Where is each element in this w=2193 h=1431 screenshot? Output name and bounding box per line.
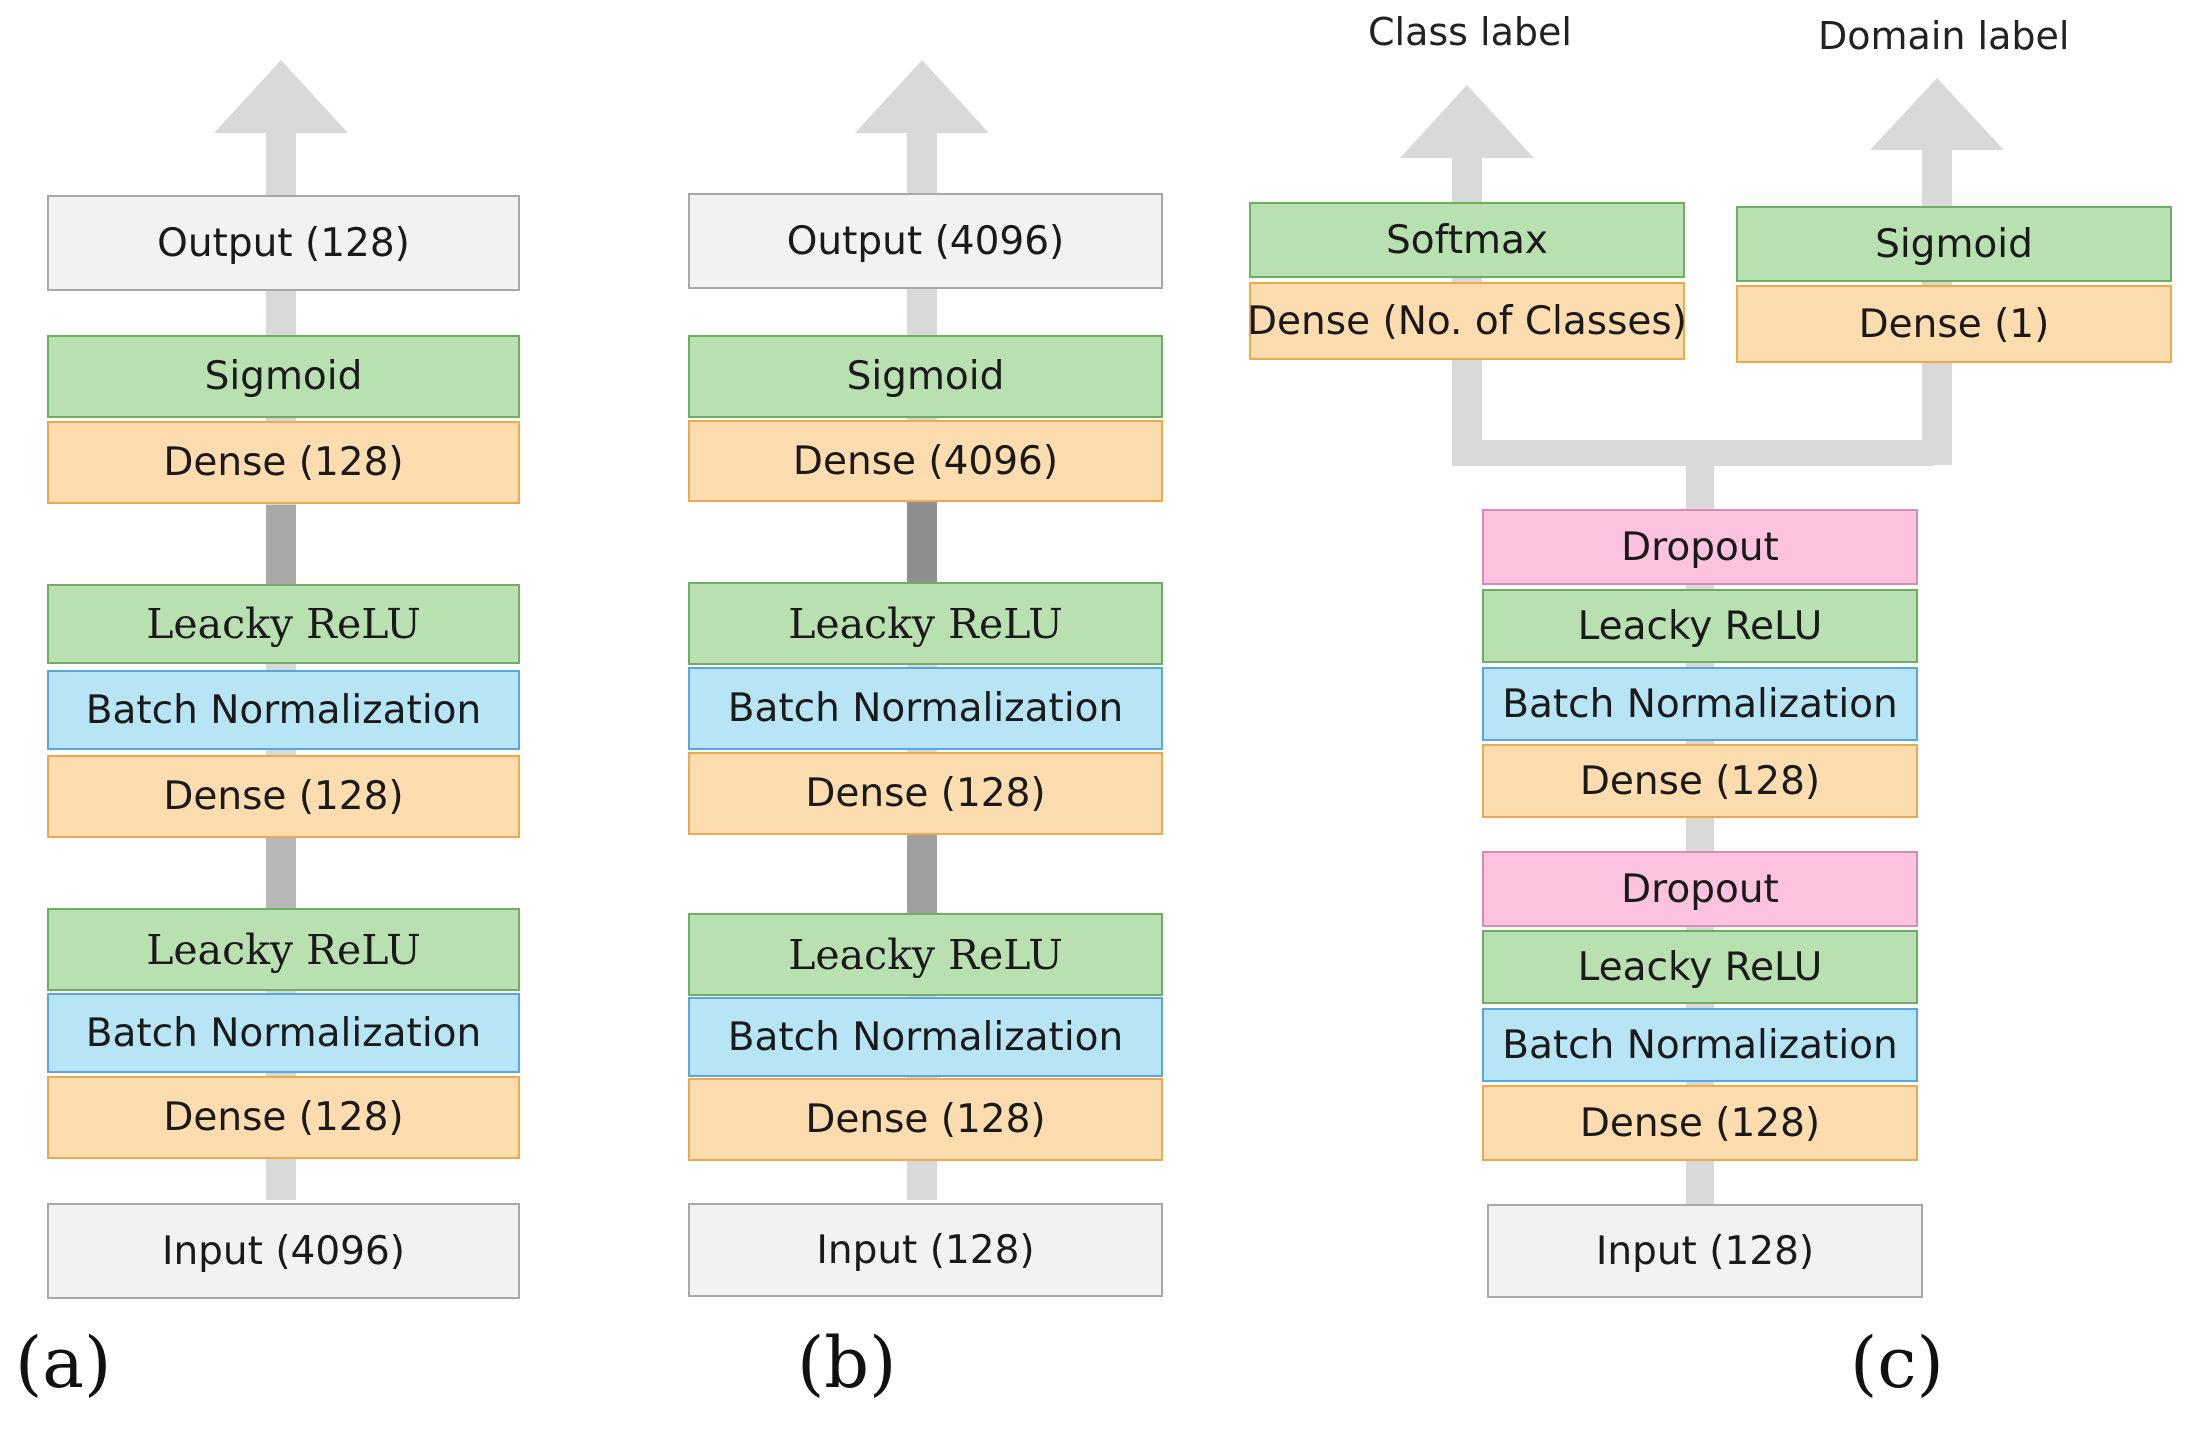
- panel-c-branch-bar: [1452, 440, 1934, 466]
- panel-a-input-label: Input (4096): [161, 1228, 406, 1274]
- panel-c-dense-domain-box: Dense (1): [1736, 285, 2172, 363]
- panel-a-dense-2-box: Dense (128): [47, 1076, 520, 1159]
- panel-a-bn-1-box: Batch Normalization: [47, 670, 520, 750]
- panel-c-dropout-1-box: Dropout: [1482, 509, 1918, 585]
- panel-b-dense-1-box: Dense (128): [688, 752, 1163, 835]
- panel-c-relu-2-label: Leacky ReLU: [1577, 944, 1823, 990]
- panel-c-softmax-box: Softmax: [1249, 202, 1685, 278]
- panel-b-arrowhead: [855, 60, 989, 133]
- panel-a-dark-segment-1: [266, 505, 296, 585]
- panel-c-bn-1-box: Batch Normalization: [1482, 667, 1918, 741]
- panel-c-softmax-label: Softmax: [1386, 217, 1548, 263]
- panel-b-output-label: Output (4096): [786, 218, 1065, 264]
- panel-b-bn-2-box: Batch Normalization: [688, 997, 1163, 1077]
- panel-b-relu-2-label: Leacky ReLU: [788, 930, 1063, 979]
- panel-c-input-box: Input (128): [1487, 1204, 1923, 1298]
- panel-b-relu-1-box: Leacky ReLU: [688, 582, 1163, 665]
- domain-label-arrowhead: [1870, 78, 2004, 150]
- panel-b-output-box: Output (4096): [688, 193, 1163, 289]
- panel-b-input-label: Input (128): [816, 1227, 1035, 1273]
- panel-b-dark-segment-1: [907, 502, 937, 582]
- class-label-heading: Class label: [1368, 10, 1572, 54]
- panel-b-sigmoid-box: Sigmoid: [688, 335, 1163, 418]
- panel-a-input-box: Input (4096): [47, 1203, 520, 1299]
- panel-c-caption: (c): [1850, 1322, 1944, 1404]
- panel-a-relu-1-label: Leacky ReLU: [146, 600, 421, 648]
- panel-a-dense-1-box: Dense (128): [47, 755, 520, 838]
- panel-a-output-label: Output (128): [157, 220, 410, 266]
- panel-b-sigmoid-label: Sigmoid: [846, 354, 1005, 399]
- panel-c-dropout-1-label: Dropout: [1621, 524, 1779, 570]
- panel-c-bn-2-box: Batch Normalization: [1482, 1008, 1918, 1082]
- panel-c-dropout-2-box: Dropout: [1482, 851, 1918, 927]
- panel-a-sigmoid-box: Sigmoid: [47, 335, 520, 418]
- panel-b-dense-top-label: Dense (4096): [792, 438, 1059, 484]
- panel-a-relu-1-box: Leacky ReLU: [47, 584, 520, 664]
- panel-a-sigmoid-label: Sigmoid: [204, 354, 363, 399]
- panel-a-dense-top-label: Dense (128): [163, 440, 404, 485]
- panel-c-relu-1-box: Leacky ReLU: [1482, 589, 1918, 663]
- panel-b-bn-1-box: Batch Normalization: [688, 667, 1163, 750]
- panel-a-output-box: Output (128): [47, 195, 520, 291]
- panel-b-input-box: Input (128): [688, 1203, 1163, 1297]
- panel-a-caption: (a): [15, 1322, 112, 1404]
- panel-b-relu-2-box: Leacky ReLU: [688, 913, 1163, 996]
- panel-b-dense-2-box: Dense (128): [688, 1078, 1163, 1161]
- panel-a-bn-2-label: Batch Normalization: [85, 1010, 482, 1056]
- panel-c-bn-1-label: Batch Normalization: [1502, 681, 1898, 727]
- panel-b-dense-2-label: Dense (128): [805, 1097, 1046, 1142]
- panel-a-relu-2-label: Leacky ReLU: [146, 925, 421, 974]
- domain-label-heading: Domain label: [1818, 14, 2070, 58]
- panel-a-bn-2-box: Batch Normalization: [47, 993, 520, 1073]
- panel-b-dense-1-label: Dense (128): [805, 771, 1046, 816]
- panel-c-bn-2-label: Batch Normalization: [1502, 1022, 1898, 1068]
- panel-b-relu-1-label: Leacky ReLU: [788, 599, 1063, 648]
- panel-a-dense-2-label: Dense (128): [163, 1095, 404, 1140]
- panel-b-caption: (b): [797, 1322, 897, 1404]
- panel-b-bn-1-label: Batch Normalization: [727, 686, 1124, 731]
- panel-c-dropout-2-label: Dropout: [1621, 866, 1779, 912]
- panel-c-dense-domain-label: Dense (1): [1858, 301, 2050, 347]
- panel-c-dense-classes-label: Dense (No. of Classes): [1247, 298, 1687, 344]
- panel-a-dense-top-box: Dense (128): [47, 421, 520, 504]
- panel-c-dense-2-label: Dense (128): [1579, 1100, 1821, 1146]
- panel-a-dense-1-label: Dense (128): [163, 774, 404, 819]
- panel-b-bn-2-label: Batch Normalization: [727, 1014, 1124, 1060]
- panel-c-dense-2-box: Dense (128): [1482, 1085, 1918, 1161]
- panel-c-sigmoid-label: Sigmoid: [1875, 221, 2033, 267]
- panel-b-dark-segment-2: [907, 835, 937, 915]
- panel-c-input-label: Input (128): [1595, 1228, 1815, 1274]
- panel-c-dense-1-label: Dense (128): [1579, 758, 1821, 804]
- panel-a-bn-1-label: Batch Normalization: [85, 687, 482, 733]
- panel-c-dense-1-box: Dense (128): [1482, 744, 1918, 818]
- panel-a-relu-2-box: Leacky ReLU: [47, 908, 520, 991]
- panel-c-relu-1-label: Leacky ReLU: [1577, 603, 1823, 649]
- panel-c-dense-classes-box: Dense (No. of Classes): [1247, 282, 1687, 360]
- panel-b-dense-top-box: Dense (4096): [688, 420, 1163, 502]
- panel-c-relu-2-box: Leacky ReLU: [1482, 930, 1918, 1004]
- panel-c-sigmoid-box: Sigmoid: [1736, 206, 2172, 282]
- class-label-arrowhead: [1400, 85, 1534, 158]
- panel-a-dark-segment-2: [266, 835, 296, 913]
- panel-a-arrowhead: [214, 60, 348, 133]
